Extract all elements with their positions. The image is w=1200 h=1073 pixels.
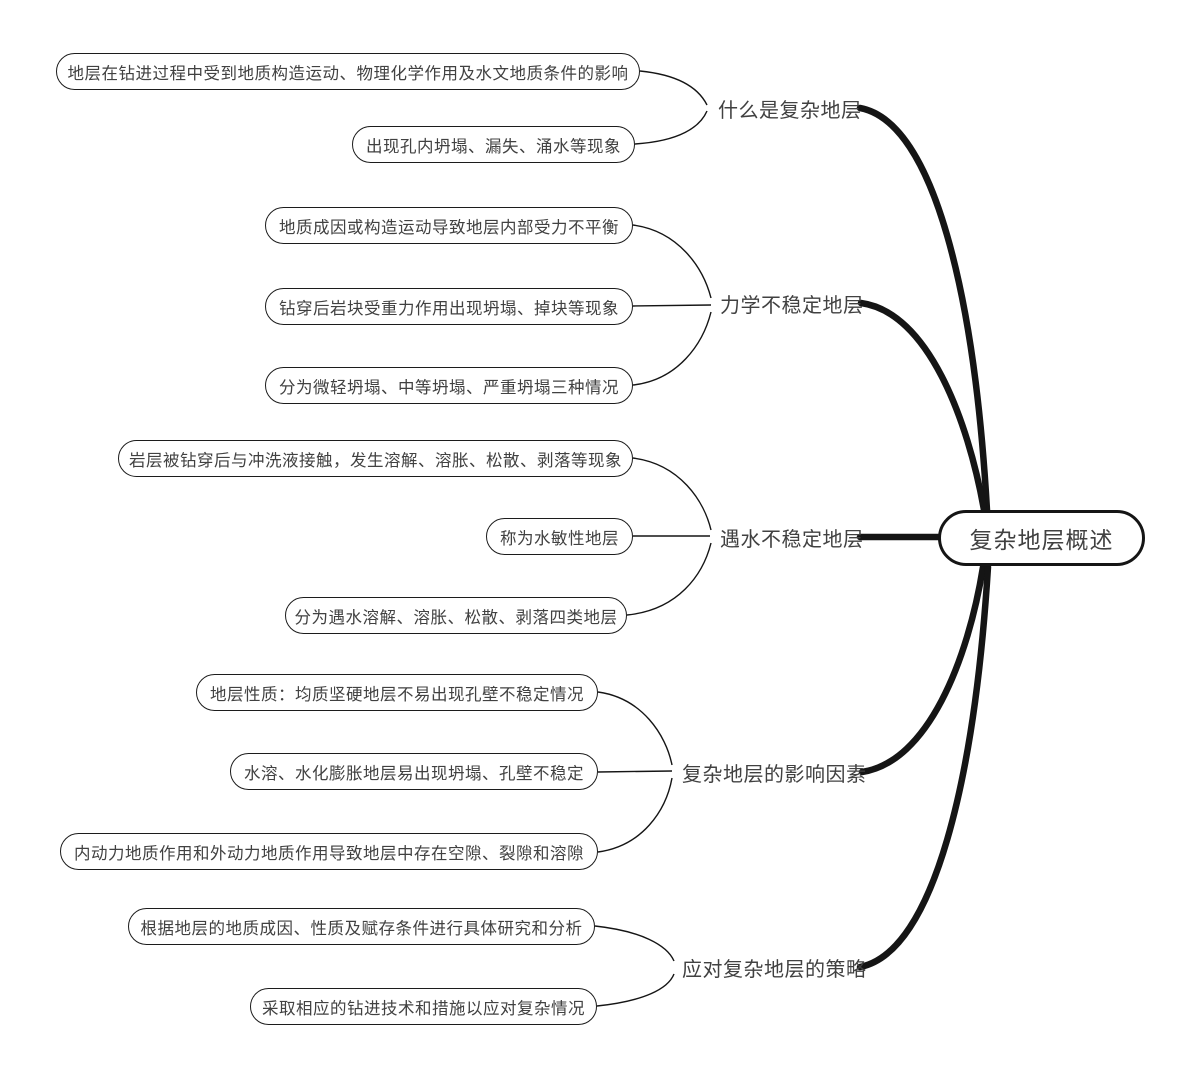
- branch-2-label[interactable]: 力学不稳定地层: [720, 294, 864, 317]
- branch-connector: [857, 299, 988, 514]
- leaf-connector: [626, 542, 712, 616]
- leaf-node[interactable]: 出现孔内坍塌、漏失、涌水等现象: [352, 126, 635, 163]
- leaf-node[interactable]: 地层在钻进过程中受到地质构造运动、物理化学作用及水文地质条件的影响: [56, 53, 640, 90]
- leaf-connector: [632, 457, 712, 531]
- leaf-connector: [597, 770, 673, 773]
- branch-connector: [856, 563, 992, 971]
- leaf-node[interactable]: 水溶、水化膨胀地层易出现坍塌、孔壁不稳定: [230, 753, 598, 790]
- leaf-node[interactable]: 称为水敏性地层: [486, 518, 633, 555]
- leaf-connector: [634, 110, 708, 145]
- leaf-node[interactable]: 地质成因或构造运动导致地层内部受力不平衡: [265, 207, 633, 244]
- branch-5-label[interactable]: 应对复杂地层的策略: [682, 958, 867, 981]
- leaf-connector: [596, 973, 675, 1007]
- leaf-node[interactable]: 采取相应的钻进技术和措施以应对复杂情况: [250, 988, 597, 1025]
- leaf-node[interactable]: 内动力地质作用和外动力地质作用导致地层中存在空隙、裂隙和溶隙: [60, 833, 598, 870]
- leaf-connector: [632, 304, 712, 307]
- branch-3-label[interactable]: 遇水不稳定地层: [720, 528, 864, 551]
- leaf-connector: [632, 224, 712, 299]
- root-node[interactable]: 复杂地层概述: [938, 510, 1145, 566]
- leaf-node[interactable]: 分为遇水溶解、溶胀、松散、剥落四类地层: [285, 597, 627, 634]
- branch-4-label[interactable]: 复杂地层的影响因素: [682, 763, 867, 786]
- leaf-node[interactable]: 分为微轻坍塌、中等坍塌、严重坍塌三种情况: [265, 367, 633, 404]
- leaf-node[interactable]: 钻穿后岩块受重力作用出现坍塌、掉块等现象: [265, 288, 633, 325]
- branch-connector: [858, 563, 987, 776]
- leaf-connector: [639, 70, 708, 106]
- leaf-connector: [597, 691, 673, 766]
- leaf-node[interactable]: 根据地层的地质成因、性质及赋存条件进行具体研究和分析: [128, 908, 595, 945]
- leaf-connector: [597, 777, 673, 853]
- leaf-connector: [632, 311, 712, 386]
- branch-connector: [856, 104, 991, 514]
- leaf-node[interactable]: 岩层被钻穿后与冲洗液接触，发生溶解、溶胀、松散、剥落等现象: [118, 440, 633, 477]
- leaf-connector: [594, 925, 675, 962]
- leaf-node[interactable]: 地层性质：均质坚硬地层不易出现孔壁不稳定情况: [196, 674, 598, 711]
- branch-1-label[interactable]: 什么是复杂地层: [718, 99, 862, 122]
